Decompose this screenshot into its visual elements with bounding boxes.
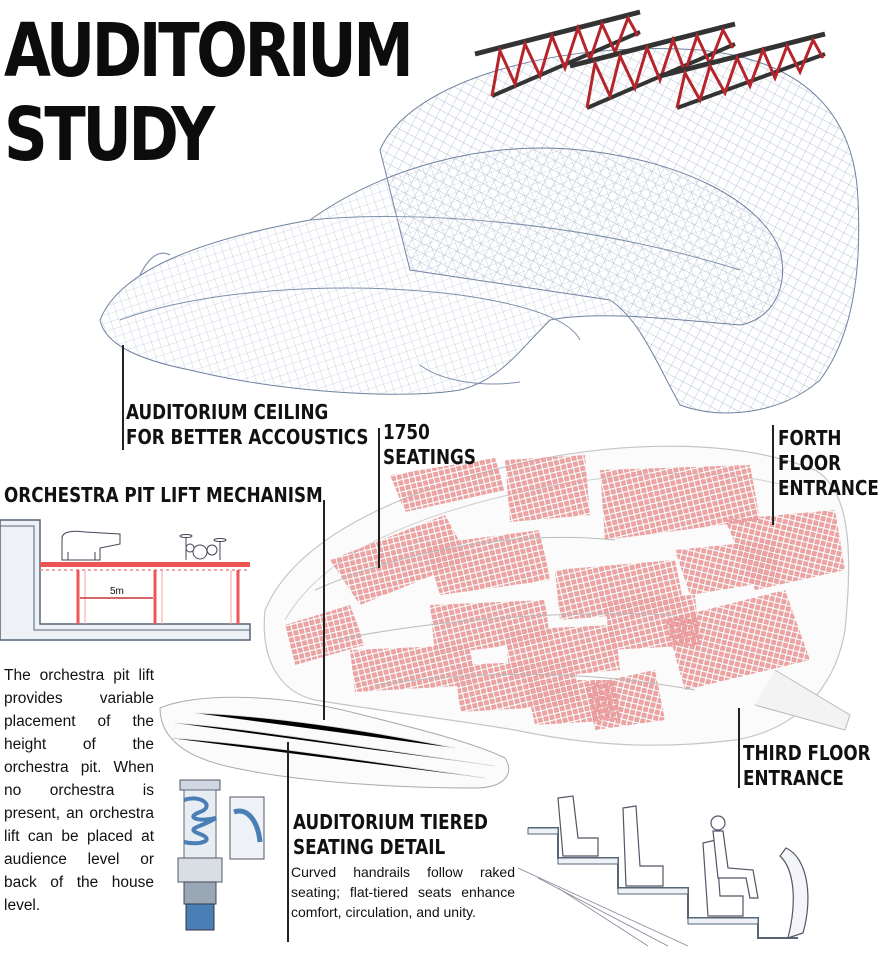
tiered-leader-line-lower — [287, 742, 289, 942]
ceiling-label-line1: AUDITORIUM CEILING — [126, 400, 329, 424]
forth-floor-label-line1: FORTH — [778, 426, 842, 450]
third-floor-leader-line — [738, 708, 740, 788]
seatings-label-line2: SEATINGS — [383, 445, 476, 469]
pit-lift-section-diagram: 5m — [0, 519, 251, 641]
forth-floor-leader-line — [772, 425, 774, 525]
page-title-line1: AUDITORIUM — [4, 8, 414, 94]
balcony-tier-illustration — [159, 696, 510, 789]
ceiling-label-line2: FOR BETTER ACCOUSTICS — [126, 425, 369, 449]
seating-plan-illustration — [263, 445, 851, 746]
seatings-label-line1: 1750 — [383, 420, 430, 444]
third-floor-label-line1: THIRD FLOOR — [743, 741, 871, 765]
page-title-line2: STUDY — [4, 92, 215, 178]
third-floor-label-line2: ENTRANCE — [743, 766, 844, 790]
lift-mechanism-icon — [177, 779, 265, 931]
forth-floor-label-line2: FLOOR — [778, 451, 842, 475]
seatings-leader-line — [378, 428, 380, 568]
tiered-leader-line-upper — [323, 500, 325, 720]
pit-description: The orchestra pit lift provides variable… — [4, 667, 154, 914]
pit-section-title: ORCHESTRA PIT LIFT MECHANISM — [4, 483, 323, 507]
seating-section-diagram — [518, 795, 809, 947]
tiered-label-line1: AUDITORIUM TIERED — [293, 810, 489, 834]
ceiling-mesh-illustration — [99, 47, 860, 414]
roof-truss-icon — [474, 9, 826, 110]
forth-floor-label-line3: ENTRANCE — [778, 476, 879, 500]
tiered-description: Curved handrails follow raked seating; f… — [291, 864, 515, 920]
ceiling-leader-line — [122, 345, 124, 450]
tiered-label-line2: SEATING DETAIL — [293, 835, 446, 859]
pit-dimension-label: 5m — [110, 586, 124, 597]
